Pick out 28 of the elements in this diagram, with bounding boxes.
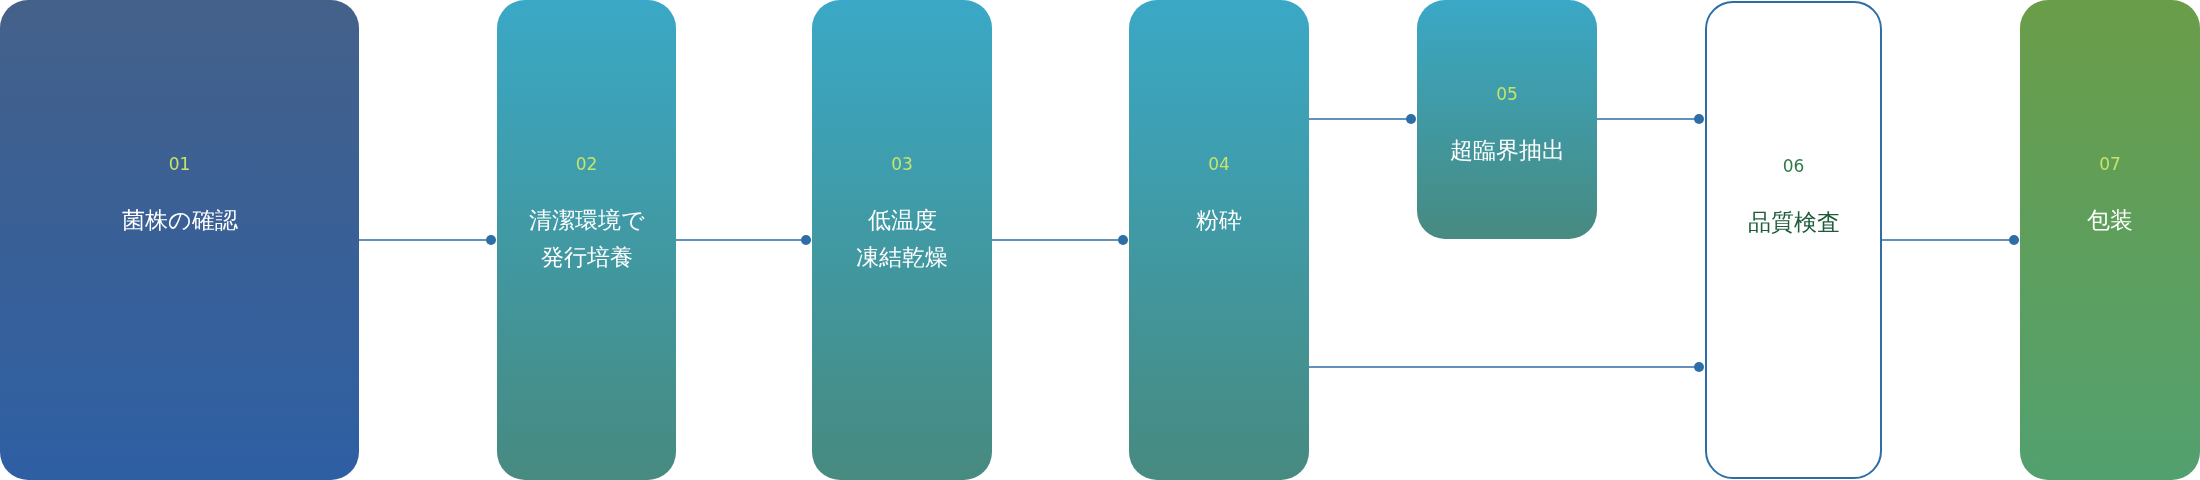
process-box [497,0,676,480]
connector [1881,235,2019,245]
step-label: 清潔環境で発行培養 [528,206,645,272]
process-box [1129,0,1309,480]
process-box [2020,0,2200,480]
step-label: 低温度凍結乾燥 [856,206,948,272]
step-number: 06 [1781,156,1806,176]
step-label: 品質検査 [1747,208,1840,237]
connector [1308,114,1416,124]
step-number: 03 [890,154,914,174]
connector [358,235,496,245]
step-label: 菌株の確認 [121,206,238,235]
step-label: 超臨界抽出 [1449,136,1565,165]
connector [991,235,1128,245]
connector [1308,362,1704,372]
process-box [812,0,992,480]
process-box [0,0,359,480]
connector [675,235,811,245]
step-number: 01 [167,154,192,174]
step-number: 07 [2098,154,2122,174]
step-number: 04 [1207,154,1231,174]
process-box [1705,1,1882,479]
connector [1596,114,1704,124]
process-box [1417,0,1597,239]
step-number: 02 [574,154,599,174]
step-label: 包装 [2087,206,2133,235]
step-label: 粉砕 [1196,206,1242,235]
step-number: 05 [1495,84,1519,104]
